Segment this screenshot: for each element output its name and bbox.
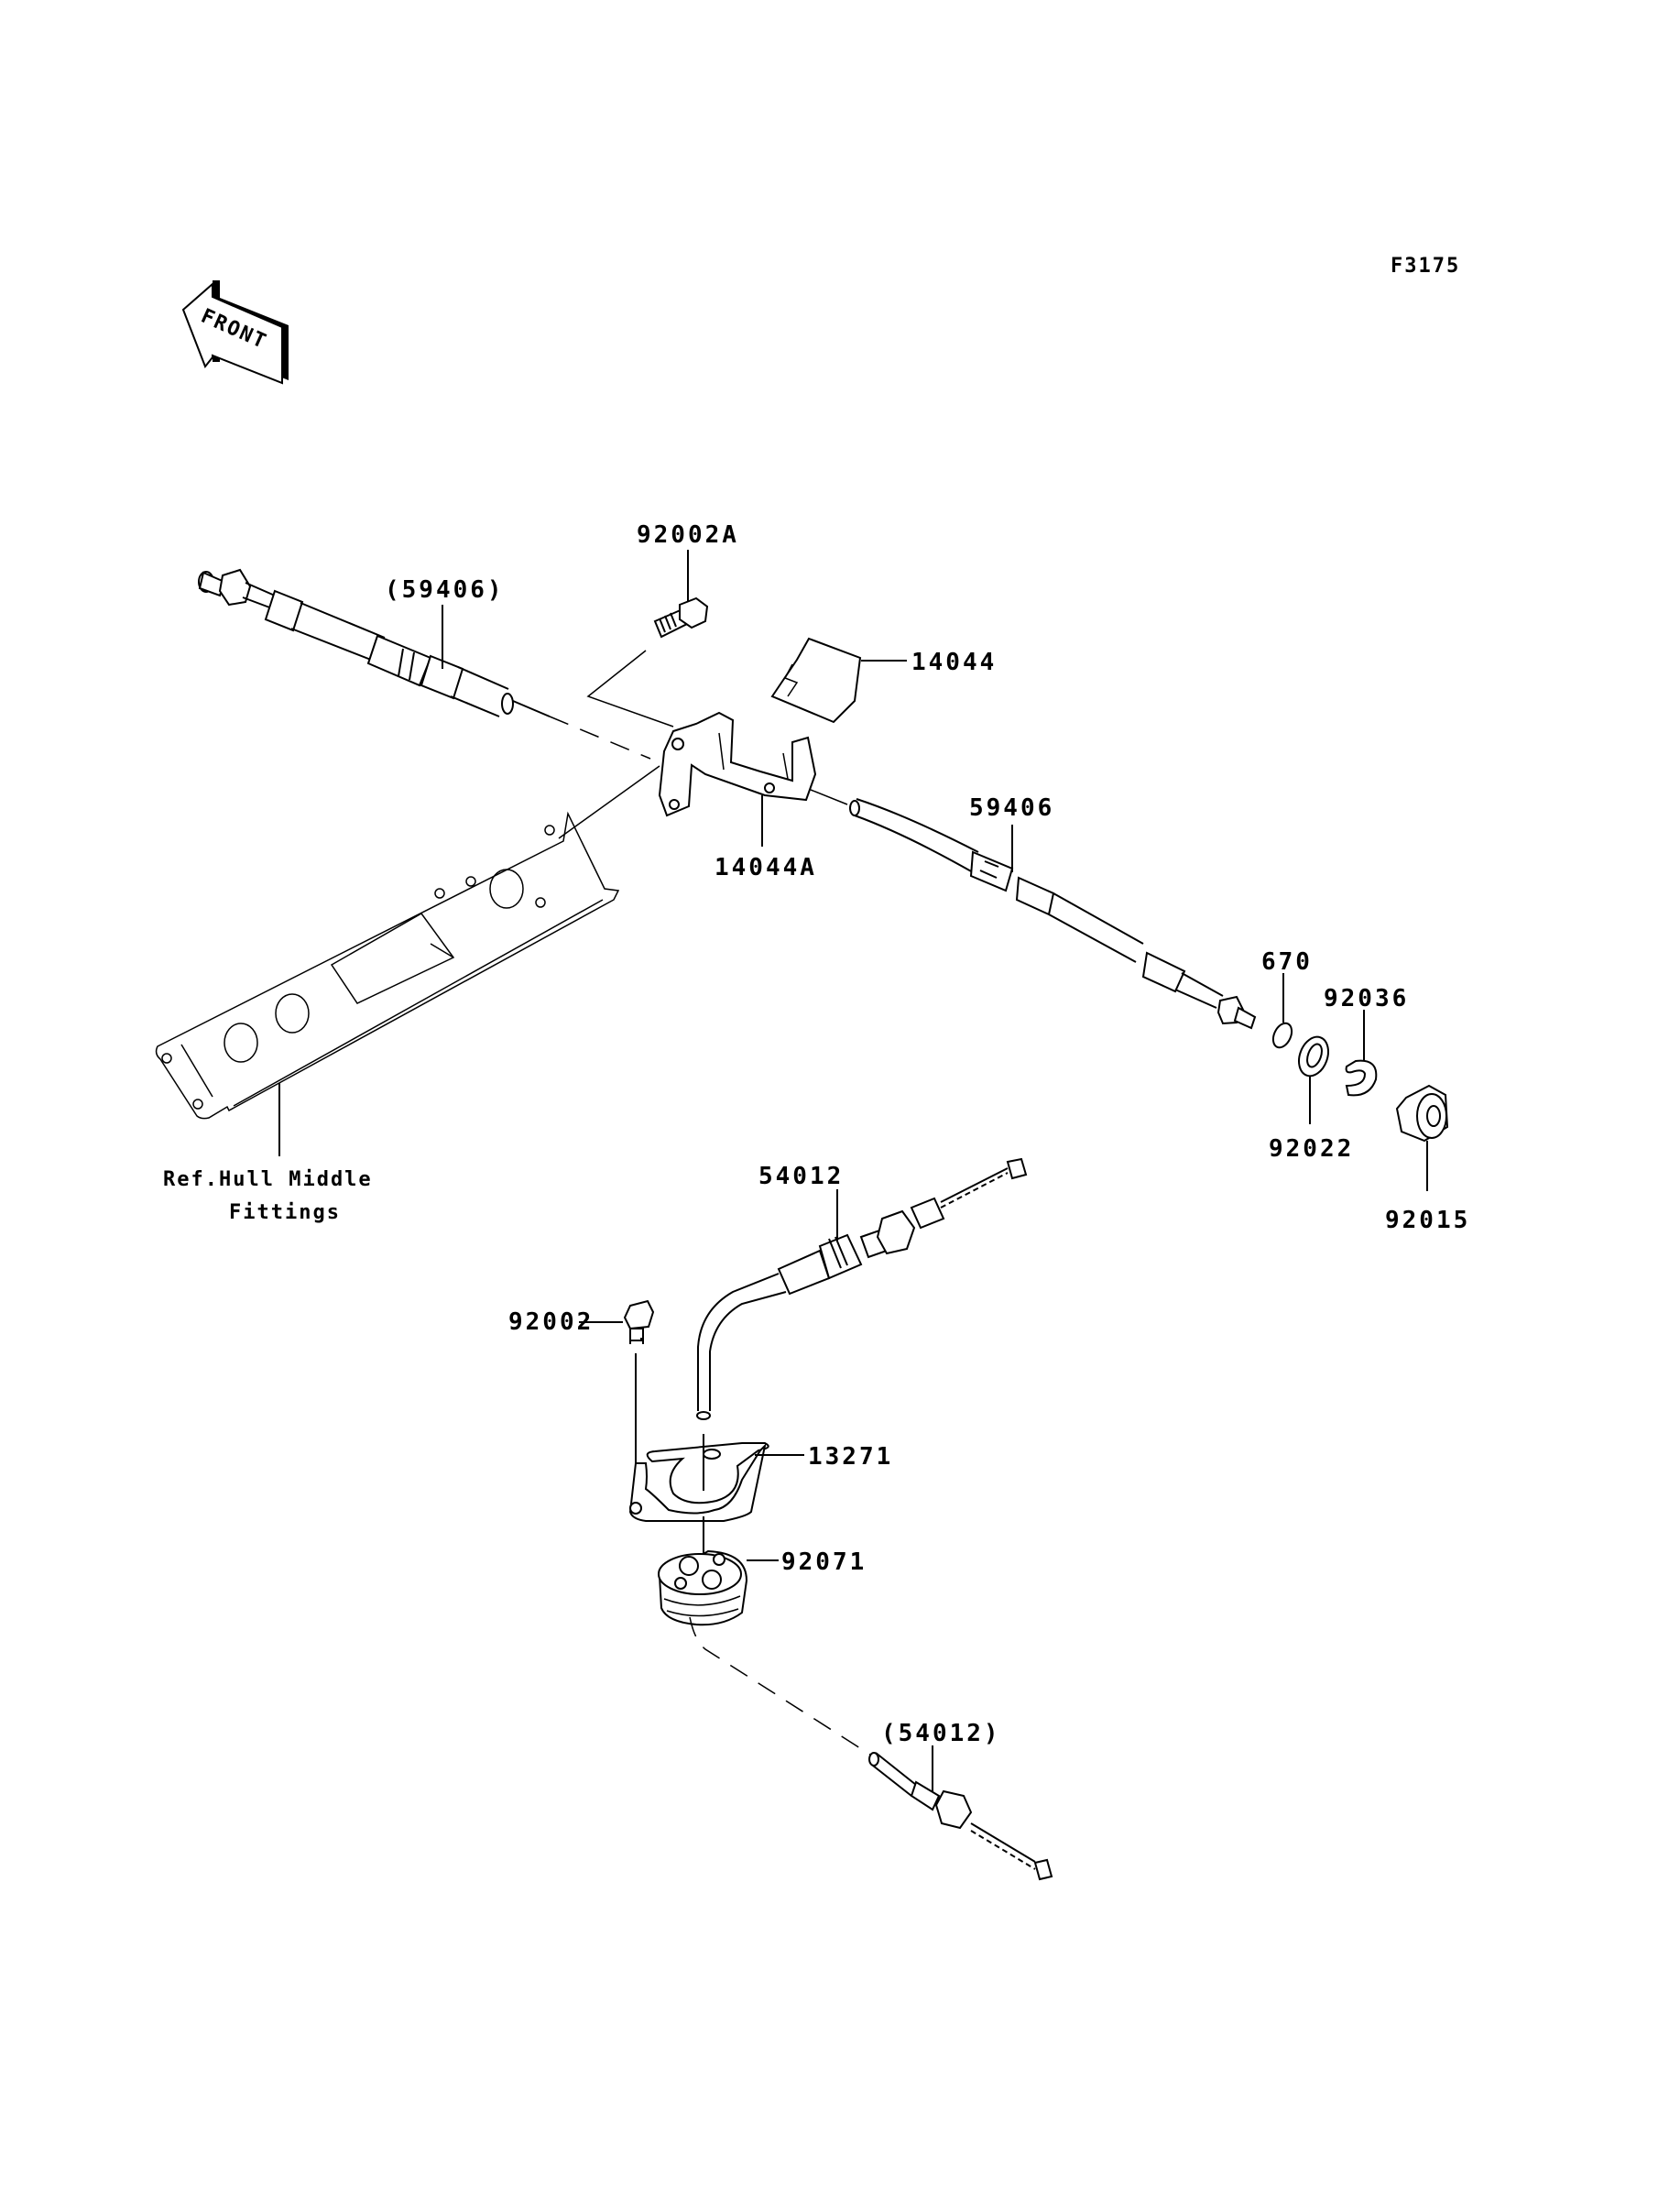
bracket-14044A	[658, 711, 817, 817]
clip-92036	[1345, 1059, 1378, 1097]
part-label-14044A[interactable]: 14044A	[715, 854, 817, 881]
part-label-14044[interactable]: 14044	[911, 649, 997, 676]
part-label-92015[interactable]: 92015	[1385, 1207, 1470, 1234]
figure-code: F3175	[1391, 255, 1460, 278]
cable-54012-lower	[868, 1752, 1053, 1881]
part-label-54012[interactable]: 54012	[758, 1163, 844, 1190]
part-label-59406-ref[interactable]: (59406)	[385, 576, 505, 604]
part-label-92071[interactable]: 92071	[781, 1548, 867, 1576]
part-label-13271[interactable]: 13271	[808, 1443, 893, 1471]
reference-note-line2: Fittings	[229, 1201, 341, 1224]
cover-14044	[770, 637, 862, 724]
cable-59406-right	[849, 798, 1257, 1030]
part-label-59406[interactable]: 59406	[969, 794, 1054, 822]
plate-13271	[628, 1442, 769, 1522]
bolt-92002A	[653, 596, 709, 639]
hull-middle-fittings-panel	[155, 765, 660, 1120]
grommet-92071	[658, 1549, 748, 1626]
nut-92015	[1395, 1084, 1449, 1143]
oring-670	[1271, 1022, 1293, 1049]
reference-note-line1: Ref.Hull Middle	[163, 1168, 373, 1191]
front-arrow-icon: FRONT	[181, 280, 289, 385]
part-label-92002[interactable]: 92002	[508, 1308, 594, 1336]
part-label-92002A[interactable]: 92002A	[637, 521, 739, 549]
cable-59406-left	[198, 568, 551, 717]
part-label-54012-ref[interactable]: (54012)	[881, 1720, 1001, 1747]
washer-92022	[1298, 1035, 1329, 1078]
cable-54012-upper	[696, 1157, 1028, 1420]
part-label-92036[interactable]: 92036	[1324, 985, 1409, 1012]
bolt-92002	[623, 1299, 655, 1344]
part-label-92022[interactable]: 92022	[1269, 1135, 1354, 1163]
part-label-670[interactable]: 670	[1261, 948, 1313, 976]
